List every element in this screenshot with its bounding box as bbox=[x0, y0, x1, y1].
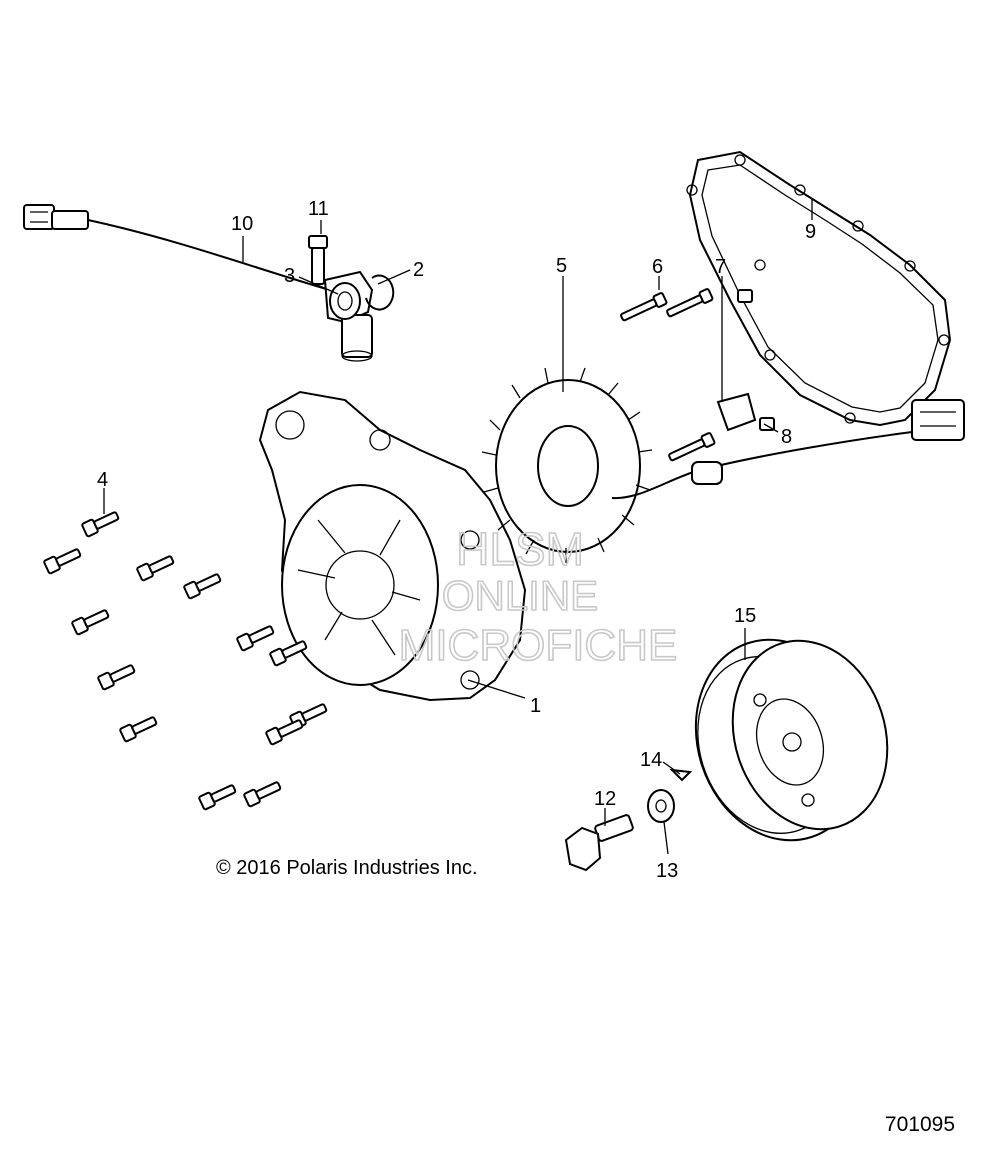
callout-7: 7 bbox=[715, 256, 726, 278]
watermark-line-3: MICROFICHE bbox=[399, 621, 678, 670]
callout-8: 8 bbox=[781, 426, 792, 448]
sensor-harness-part bbox=[23, 204, 374, 362]
copyright-notice: © 2016 Polaris Industries Inc. bbox=[216, 857, 478, 879]
watermark-line-2: ONLINE bbox=[442, 572, 598, 619]
bolt-11-part bbox=[308, 235, 328, 285]
callout-1: 1 bbox=[530, 695, 541, 717]
harness-clamp-part bbox=[716, 392, 757, 432]
callout-15: 15 bbox=[734, 605, 756, 627]
callout-10: 10 bbox=[231, 213, 253, 235]
callout-9: 9 bbox=[805, 221, 816, 243]
callout-4: 4 bbox=[97, 469, 108, 491]
callout-14: 14 bbox=[640, 749, 662, 771]
callout-12: 12 bbox=[594, 788, 616, 810]
stator-bolts-part bbox=[620, 288, 716, 462]
stator-part bbox=[481, 367, 965, 563]
leader-lines bbox=[103, 198, 813, 855]
callout-5: 5 bbox=[556, 255, 567, 277]
gasket-part bbox=[686, 150, 952, 427]
woodruff-key-part bbox=[669, 768, 693, 782]
flywheel-bolt-part bbox=[564, 814, 634, 872]
callout-2: 2 bbox=[413, 259, 424, 281]
stator-cover-part bbox=[258, 390, 527, 702]
callout-3: 3 bbox=[284, 265, 295, 287]
callout-13: 13 bbox=[656, 860, 678, 882]
flywheel-part bbox=[694, 638, 889, 842]
cover-bolts-part bbox=[43, 511, 328, 811]
bearing-part bbox=[329, 282, 361, 320]
callout-11: 11 bbox=[308, 198, 329, 220]
watermark-line-1: HLSM bbox=[456, 523, 584, 575]
callouts: 1 2 3 4 5 6 7 8 9 10 11 12 13 14 15 bbox=[97, 198, 816, 882]
washer-part bbox=[647, 789, 675, 823]
snap-ring-part bbox=[365, 274, 395, 311]
watermark: HLSM ONLINE MICROFICHE bbox=[398, 522, 678, 671]
diagram-number: 701095 bbox=[884, 1113, 955, 1136]
callout-6: 6 bbox=[652, 256, 663, 278]
